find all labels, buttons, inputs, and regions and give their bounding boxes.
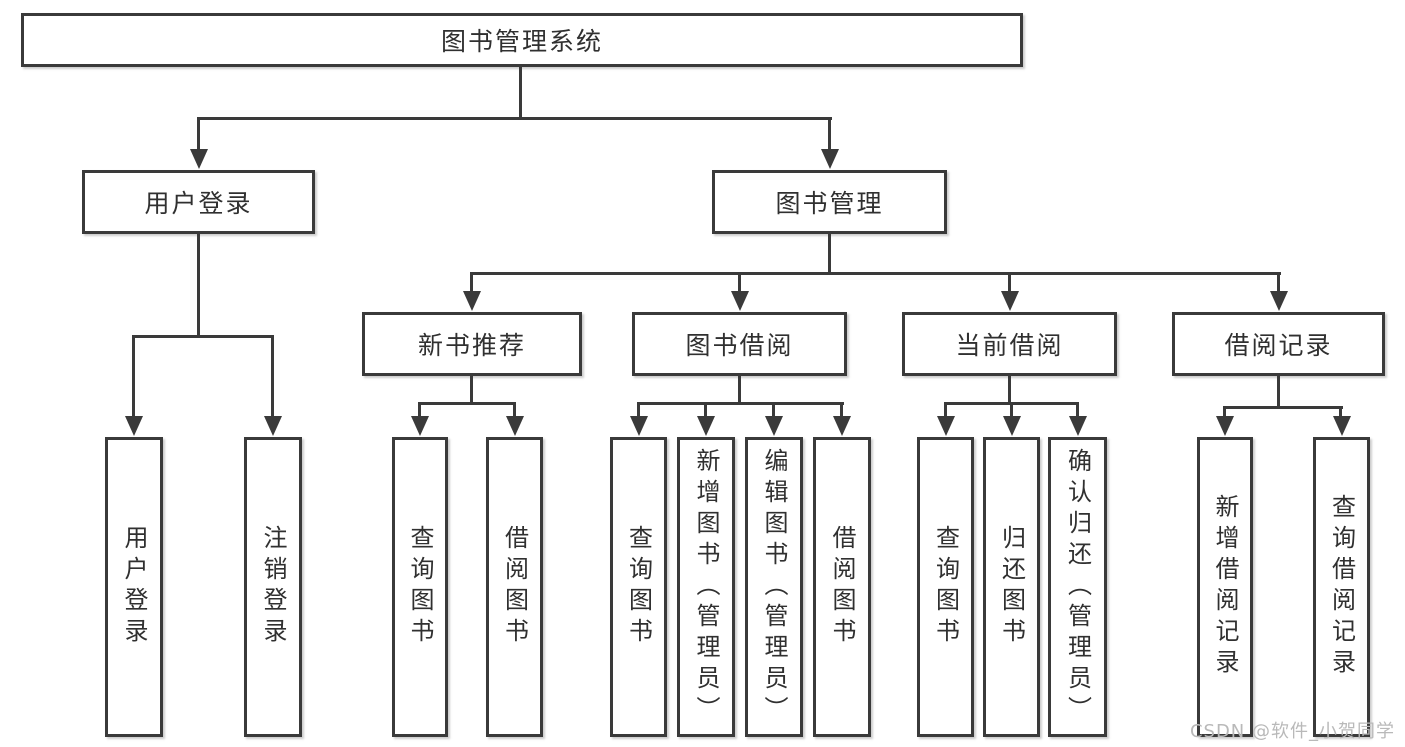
arrowhead-into-bb-leaf2 bbox=[697, 416, 715, 436]
node-user-login: 用户登录 bbox=[82, 170, 315, 234]
leaf-label: 确认归还（管理员） bbox=[1063, 447, 1092, 727]
leaf-br-add-borrow-record: 新增借阅记录 bbox=[1197, 437, 1253, 737]
connector-user-login-stem bbox=[197, 234, 200, 338]
leaf-cb-query-books: 查询图书 bbox=[917, 437, 974, 737]
leaf-bb-query-books: 查询图书 bbox=[610, 437, 667, 737]
connector-drop-user-login bbox=[197, 117, 200, 157]
arrowhead-into-ul-leaf1 bbox=[125, 416, 143, 436]
connector-book-mgmt-stem bbox=[828, 234, 831, 275]
leaf-label: 新增借阅记录 bbox=[1211, 494, 1239, 680]
connector-drop-nbr-leaf2 bbox=[513, 402, 516, 425]
leaf-bb-add-book-admin: 新增图书（管理员） bbox=[677, 437, 735, 737]
arrowhead-into-cb-leaf3 bbox=[1069, 416, 1087, 436]
leaf-label: 用户登录 bbox=[120, 525, 148, 649]
connector-drop-ul-leaf1 bbox=[132, 335, 135, 425]
connector-current-borrow-stem bbox=[1008, 376, 1011, 405]
leaf-label: 归还图书 bbox=[997, 525, 1026, 649]
connector-level1-hline bbox=[197, 117, 832, 120]
connector-drop-book-mgmt bbox=[828, 117, 831, 157]
leaf-label: 查询图书 bbox=[624, 525, 653, 649]
connector-book-borrow-stem bbox=[738, 376, 741, 405]
arrowhead-into-borrow-records bbox=[1270, 291, 1288, 311]
connector-root-stem bbox=[519, 67, 522, 120]
arrowhead-into-new-book-rec bbox=[463, 291, 481, 311]
leaf-label: 查询图书 bbox=[931, 525, 960, 649]
arrowhead-into-current-borrow bbox=[1001, 291, 1019, 311]
connector-drop-nbr-leaf1 bbox=[418, 402, 421, 425]
leaf-cb-confirm-return-admin: 确认归还（管理员） bbox=[1048, 437, 1107, 737]
connector-drop-new-book-rec bbox=[470, 272, 473, 300]
node-book-mgmt: 图书管理 bbox=[712, 170, 947, 234]
connector-drop-bb-leaf2 bbox=[704, 402, 707, 425]
connector-borrow-records-stem bbox=[1277, 376, 1280, 409]
leaf-label: 编辑图书（管理员） bbox=[760, 447, 788, 727]
leaf-label: 借阅图书 bbox=[500, 525, 529, 649]
node-new-book-rec: 新书推荐 bbox=[362, 312, 582, 376]
node-borrow-records: 借阅记录 bbox=[1172, 312, 1385, 376]
arrowhead-into-cb-leaf1 bbox=[937, 416, 955, 436]
leaf-label: 新增图书（管理员） bbox=[692, 447, 720, 727]
connector-drop-book-borrow bbox=[738, 272, 741, 300]
connector-drop-current-borrow bbox=[1008, 272, 1011, 300]
arrowhead-into-user-login bbox=[190, 149, 208, 169]
arrowhead-into-cb-leaf2 bbox=[1003, 416, 1021, 436]
node-current-borrow: 当前借阅 bbox=[902, 312, 1117, 376]
arrowhead-into-bb-leaf3 bbox=[765, 416, 783, 436]
arrowhead-into-book-borrow bbox=[731, 291, 749, 311]
arrowhead-into-ul-leaf2 bbox=[264, 416, 282, 436]
leaf-label: 查询图书 bbox=[406, 525, 434, 649]
leaf-bb-borrow-books: 借阅图书 bbox=[813, 437, 871, 737]
arrowhead-into-nbr-leaf1 bbox=[411, 416, 429, 436]
connector-drop-bb-leaf1 bbox=[637, 402, 640, 425]
leaf-label: 注销登录 bbox=[259, 525, 287, 649]
leaf-nbr-query-books: 查询图书 bbox=[392, 437, 448, 737]
connector-drop-cb-leaf3 bbox=[1076, 402, 1079, 425]
arrowhead-into-br-leaf2 bbox=[1333, 416, 1351, 436]
connector-drop-ul-leaf2 bbox=[271, 335, 274, 425]
connector-borrow-records-hline bbox=[1223, 406, 1343, 409]
connector-drop-borrow-records bbox=[1277, 272, 1280, 300]
connector-drop-br-leaf2 bbox=[1339, 406, 1342, 425]
arrowhead-into-book-mgmt bbox=[821, 149, 839, 169]
arrowhead-into-nbr-leaf2 bbox=[506, 416, 524, 436]
arrowhead-into-bb-leaf4 bbox=[833, 416, 851, 436]
connector-drop-cb-leaf1 bbox=[944, 402, 947, 425]
leaf-bb-edit-book-admin: 编辑图书（管理员） bbox=[745, 437, 803, 737]
connector-drop-br-leaf1 bbox=[1223, 406, 1226, 425]
leaf-ul-logout: 注销登录 bbox=[244, 437, 302, 737]
connector-user-login-hline bbox=[132, 335, 274, 338]
arrowhead-into-bb-leaf1 bbox=[630, 416, 648, 436]
connector-book-borrow-hline bbox=[637, 402, 844, 405]
arrowhead-into-br-leaf1 bbox=[1216, 416, 1234, 436]
node-book-borrow: 图书借阅 bbox=[632, 312, 847, 376]
leaf-ul-user-login: 用户登录 bbox=[105, 437, 163, 737]
connector-drop-bb-leaf3 bbox=[772, 402, 775, 425]
connector-new-book-rec-stem bbox=[470, 376, 473, 405]
csdn-watermark: CSDN @软件_小贺同学 bbox=[1189, 721, 1395, 742]
leaf-nbr-borrow-books: 借阅图书 bbox=[486, 437, 543, 737]
connector-drop-bb-leaf4 bbox=[840, 402, 843, 425]
leaf-br-query-borrow-record: 查询借阅记录 bbox=[1313, 437, 1370, 737]
leaf-label: 借阅图书 bbox=[828, 525, 856, 649]
leaf-label: 查询借阅记录 bbox=[1327, 494, 1356, 680]
connector-drop-cb-leaf2 bbox=[1010, 402, 1013, 425]
leaf-cb-return-books: 归还图书 bbox=[983, 437, 1040, 737]
connector-level2-hline bbox=[470, 272, 1281, 275]
node-library-system: 图书管理系统 bbox=[21, 13, 1023, 67]
connector-new-book-rec-hline bbox=[418, 402, 516, 405]
